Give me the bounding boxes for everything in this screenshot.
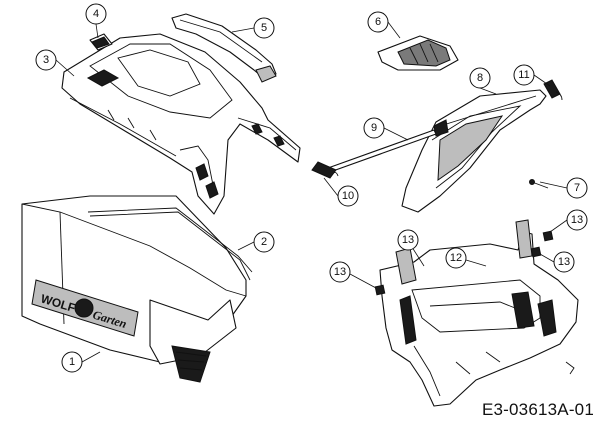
part-13-nut <box>374 284 386 296</box>
callout-13-left: 13 <box>329 261 351 283</box>
part-4-clip <box>89 33 113 51</box>
svg-text:11: 11 <box>518 69 529 81</box>
svg-text:6: 6 <box>375 16 381 28</box>
wolf-garten-logo: WOLF Garten <box>31 279 139 337</box>
svg-text:12: 12 <box>450 252 462 264</box>
part-7-screw <box>529 179 549 189</box>
drawing-number: E3-03613A-01 <box>481 400 594 419</box>
callout-4: 4 <box>85 3 107 25</box>
callout-8: 8 <box>469 67 491 89</box>
svg-text:5: 5 <box>261 22 267 34</box>
part-10-spring <box>311 161 339 179</box>
svg-text:13: 13 <box>334 266 346 278</box>
callout-13-right: 13 <box>553 251 575 273</box>
svg-text:3: 3 <box>43 54 49 66</box>
callout-7: 7 <box>566 177 588 199</box>
callout-12: 12 <box>445 247 467 269</box>
svg-text:13: 13 <box>558 256 570 268</box>
callout-9: 9 <box>363 117 385 139</box>
svg-text:7: 7 <box>574 182 580 194</box>
part-2-bag-frame <box>87 207 253 281</box>
part-12-lower-housing <box>379 219 579 407</box>
part-13-nut <box>530 246 542 258</box>
callout-13-right-top: 13 <box>566 209 588 231</box>
part-5-handle-grip <box>171 13 277 83</box>
callout-2: 2 <box>253 231 275 253</box>
callout-3: 3 <box>35 49 57 71</box>
svg-text:1: 1 <box>69 356 75 368</box>
callout-10: 10 <box>337 185 359 207</box>
svg-text:10: 10 <box>342 190 354 202</box>
callout-13-top: 13 <box>397 229 419 251</box>
svg-text:2: 2 <box>261 236 267 248</box>
callout-6: 6 <box>367 11 389 33</box>
svg-text:4: 4 <box>93 8 99 20</box>
part-13-nut <box>542 230 554 242</box>
svg-text:13: 13 <box>571 214 583 226</box>
part-3-rear-cover <box>61 33 301 215</box>
part-6-fill-indicator <box>377 35 459 71</box>
svg-text:13: 13 <box>402 234 414 246</box>
callout-1: 1 <box>61 351 83 373</box>
callout-11: 11 <box>513 64 535 86</box>
part-1-grass-bag: WOLF Garten <box>21 195 247 383</box>
callout-5: 5 <box>253 17 275 39</box>
svg-text:9: 9 <box>371 122 377 134</box>
part-11-spring <box>543 79 563 101</box>
part-8-flap <box>401 89 547 213</box>
svg-text:8: 8 <box>477 72 483 84</box>
